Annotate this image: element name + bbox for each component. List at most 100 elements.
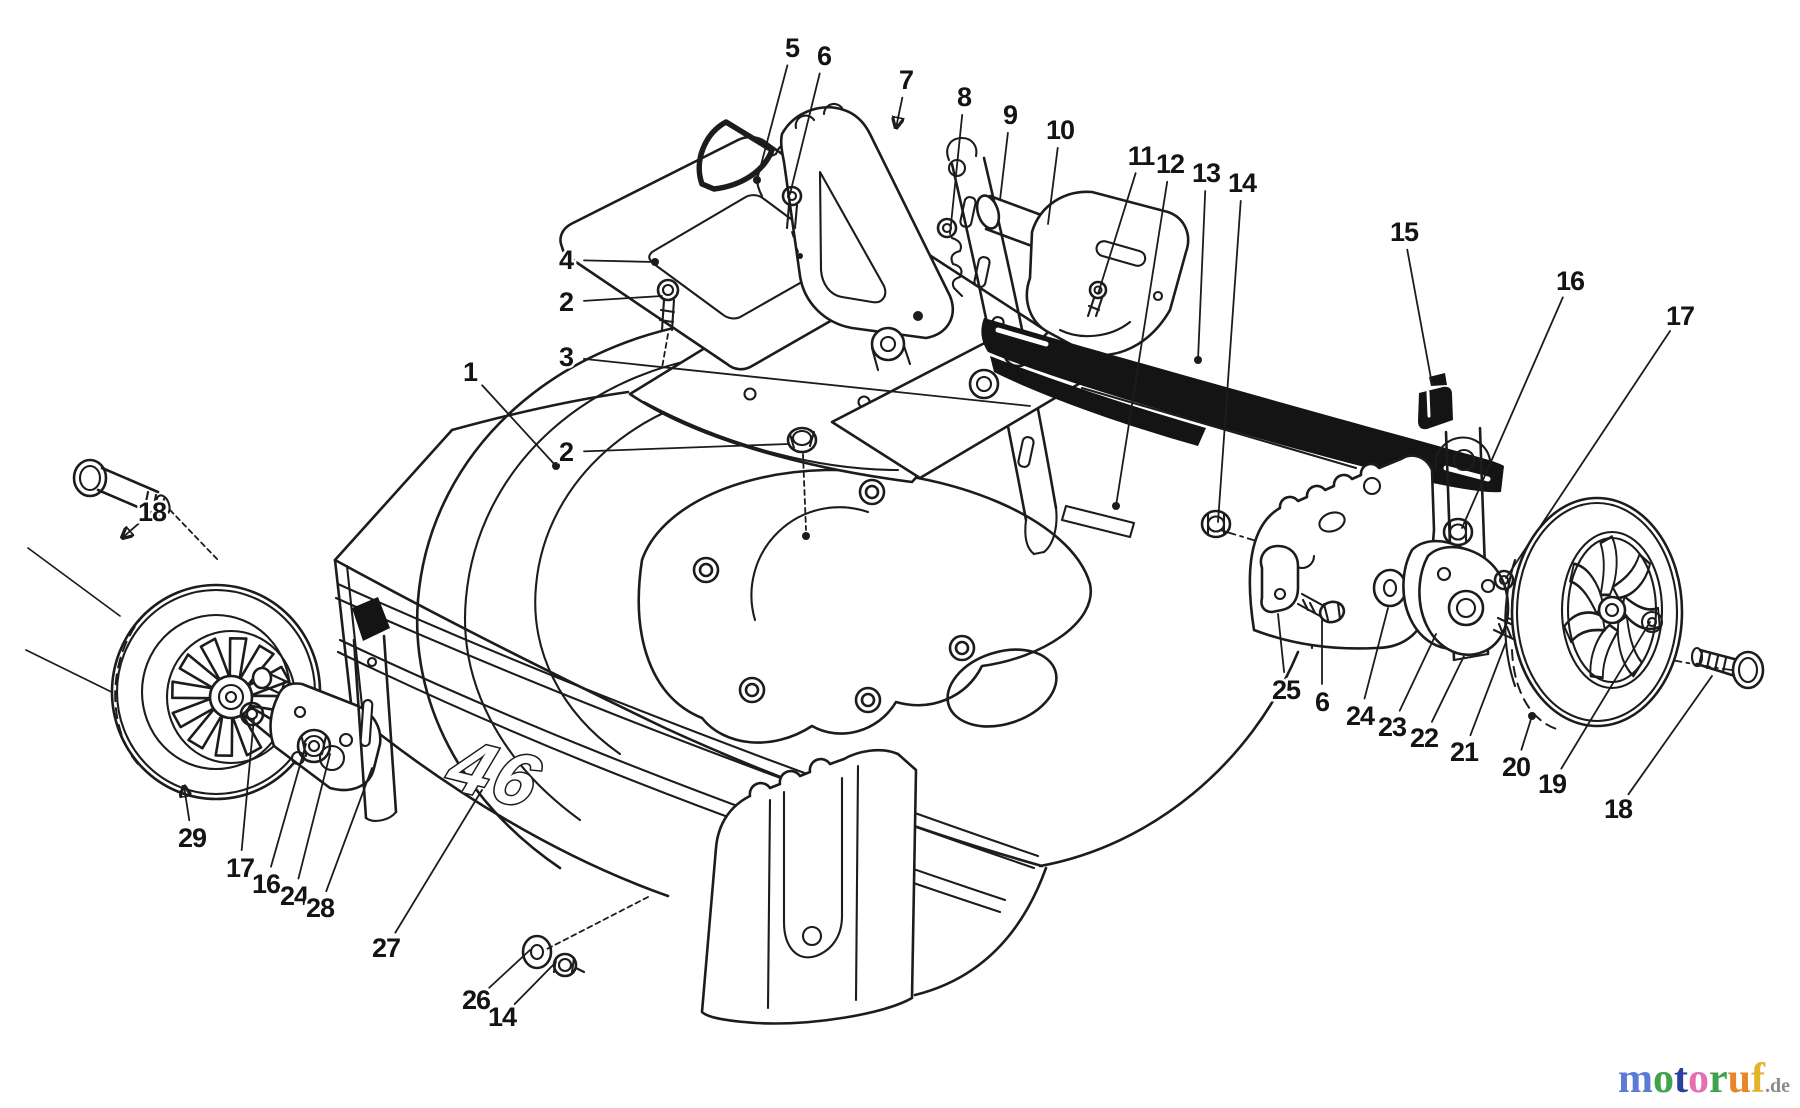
axle-bolt bbox=[1690, 646, 1765, 690]
callout-number: 3 bbox=[559, 342, 574, 372]
callout-29: 29 bbox=[175, 786, 210, 856]
callout-leader bbox=[1560, 621, 1651, 770]
callout-number: 22 bbox=[1410, 723, 1438, 753]
callout-number: 9 bbox=[1003, 100, 1018, 130]
discharge-chute-wedge bbox=[696, 119, 775, 192]
right-wheel-assembly bbox=[1504, 496, 1765, 731]
callout-number: 17 bbox=[226, 853, 254, 883]
callout-1: 1 bbox=[460, 355, 560, 470]
callout-number: 14 bbox=[1228, 168, 1257, 198]
deflector-bar bbox=[981, 318, 1504, 493]
callout-14: 14 bbox=[1217, 166, 1260, 523]
callout-28: 28 bbox=[303, 767, 373, 926]
flange-nut bbox=[1200, 509, 1232, 539]
callout-13: 13 bbox=[1189, 156, 1224, 364]
axle-bolt bbox=[72, 458, 171, 519]
callout-19: 19 bbox=[1535, 621, 1651, 802]
callout-number: 24 bbox=[1346, 701, 1375, 731]
callout-number: 5 bbox=[785, 33, 800, 63]
callout-number: 18 bbox=[1604, 794, 1633, 824]
logo-letter: o bbox=[1687, 1056, 1709, 1102]
callout-dot bbox=[552, 462, 560, 470]
callout-number: 20 bbox=[1502, 752, 1530, 782]
callout-dot bbox=[1194, 356, 1202, 364]
callout-10: 10 bbox=[1043, 113, 1078, 225]
logo-letter: m bbox=[1617, 1056, 1653, 1102]
callout-12: 12 bbox=[1112, 147, 1188, 510]
callout-leader bbox=[896, 96, 902, 128]
callout-6: 6 bbox=[789, 39, 835, 195]
left-wheel-assembly bbox=[72, 458, 398, 822]
callout-number: 2 bbox=[559, 437, 573, 467]
callout-number: 16 bbox=[1556, 266, 1585, 296]
callout-7: 7 bbox=[896, 63, 917, 128]
callout-leader bbox=[583, 259, 656, 263]
callout-15: 15 bbox=[1387, 215, 1433, 385]
callout-dot bbox=[753, 176, 761, 184]
callout-11: 11 bbox=[1097, 139, 1159, 295]
callout-leader bbox=[1115, 180, 1169, 507]
callout-18: 18 bbox=[1601, 675, 1713, 827]
callout-leader bbox=[756, 64, 789, 181]
callout-24: 24 bbox=[277, 753, 331, 914]
callout-number: 19 bbox=[1538, 769, 1567, 799]
callout-number: 29 bbox=[178, 823, 207, 853]
motoruf-logo-letters: motoruf bbox=[1618, 1056, 1765, 1102]
callout-leader bbox=[1398, 633, 1437, 712]
callout-16: 16 bbox=[1461, 264, 1588, 529]
callout-6: 6 bbox=[1312, 619, 1333, 720]
callout-number: 14 bbox=[488, 1002, 517, 1032]
callout-leader bbox=[1406, 248, 1433, 385]
lever-grip bbox=[352, 597, 390, 641]
callout-number: 10 bbox=[1046, 115, 1074, 145]
engine-plate-bolt-bosses bbox=[692, 478, 976, 714]
callout-leader bbox=[394, 789, 483, 934]
callout-number: 2 bbox=[559, 287, 573, 317]
callout-leader bbox=[1520, 715, 1533, 751]
callout-4: 4 bbox=[556, 243, 659, 278]
callout-number: 8 bbox=[957, 82, 972, 112]
cable-clip bbox=[1418, 373, 1453, 430]
callout-leader bbox=[1097, 172, 1137, 295]
callout-2: 2 bbox=[556, 435, 789, 470]
callout-23: 23 bbox=[1375, 633, 1437, 745]
callout-number: 6 bbox=[1315, 687, 1330, 717]
callout-27: 27 bbox=[369, 789, 483, 966]
callout-number: 26 bbox=[462, 985, 491, 1015]
callout-leader bbox=[1461, 296, 1564, 529]
callout-number: 7 bbox=[899, 65, 913, 95]
callout-number: 17 bbox=[1666, 301, 1694, 331]
callout-leader bbox=[1217, 200, 1242, 523]
callout-leader bbox=[184, 786, 189, 822]
callout-8: 8 bbox=[949, 80, 975, 235]
callout-number: 18 bbox=[138, 497, 167, 527]
callout-dot bbox=[1528, 712, 1536, 720]
height-lever bbox=[352, 597, 398, 822]
callout-21: 21 bbox=[1447, 641, 1507, 770]
callout-26: 26 bbox=[459, 949, 531, 1018]
callout-leader bbox=[1363, 607, 1389, 700]
callout-leader bbox=[1430, 655, 1465, 723]
callout-24: 24 bbox=[1343, 607, 1389, 734]
callout-17: 17 bbox=[223, 717, 258, 886]
callout-leader bbox=[583, 357, 1031, 407]
callout-2: 2 bbox=[556, 285, 663, 320]
callout-leader bbox=[297, 753, 331, 880]
callout-18: 18 bbox=[122, 495, 170, 538]
motoruf-logo[interactable]: motoruf.de bbox=[1618, 1058, 1790, 1100]
front-fasteners bbox=[521, 934, 586, 978]
logo-letter: u bbox=[1727, 1056, 1751, 1102]
callout-leader bbox=[789, 72, 821, 195]
callout-number: 1 bbox=[463, 357, 478, 387]
callout-number: 28 bbox=[306, 893, 335, 923]
logo-letter: o bbox=[1652, 1056, 1674, 1102]
callout-number: 16 bbox=[252, 869, 281, 899]
callout-number: 25 bbox=[1272, 675, 1301, 705]
callout-25: 25 bbox=[1269, 613, 1304, 708]
callout-9: 9 bbox=[999, 98, 1021, 201]
callout-number: 15 bbox=[1390, 217, 1419, 247]
callout-number: 4 bbox=[559, 245, 574, 275]
callout-dot bbox=[1112, 502, 1120, 510]
